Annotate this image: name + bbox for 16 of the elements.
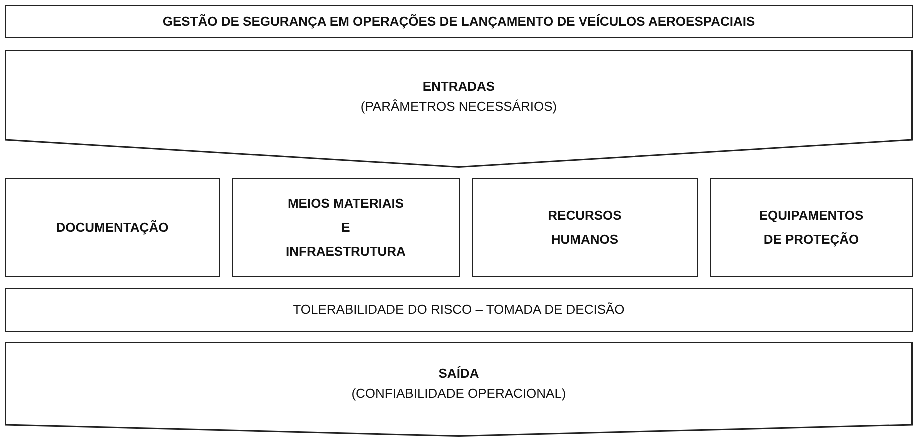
banner-heading: ENTRADAS: [422, 78, 496, 96]
heading-label: GESTÃO DE SEGURANÇA EM OPERAÇÕES DE LANÇAMENTO DE VEÍCULOS AEROESPACIAIS: [162, 12, 756, 31]
category-box: [472, 178, 698, 277]
banner-subtitle: (CONFIABILIDADE OPERACIONAL): [352, 384, 566, 403]
banner-heading: SAÍDA: [438, 364, 480, 382]
decision-bar: [5, 288, 913, 332]
category-box: [710, 178, 913, 277]
category-box: [232, 178, 460, 277]
category-box: [5, 178, 220, 277]
category-label: DOCUMENTAÇÃO: [56, 218, 169, 237]
banner-subtitle: (PARÂMETROS NECESSÁRIOS): [360, 98, 558, 116]
category-label: EQUIPAMENTOS DE PROTEÇÃO: [758, 206, 865, 249]
category-label: MEIOS MATERIAIS E INFRAESTRUTURA: [285, 194, 407, 260]
title-box: [5, 5, 913, 38]
category-label: RECURSOS HUMANOS: [547, 206, 623, 248]
decision-label: TOLERABILIDADE DO RISCO – TOMADA DE DECISÃO: [293, 301, 625, 319]
